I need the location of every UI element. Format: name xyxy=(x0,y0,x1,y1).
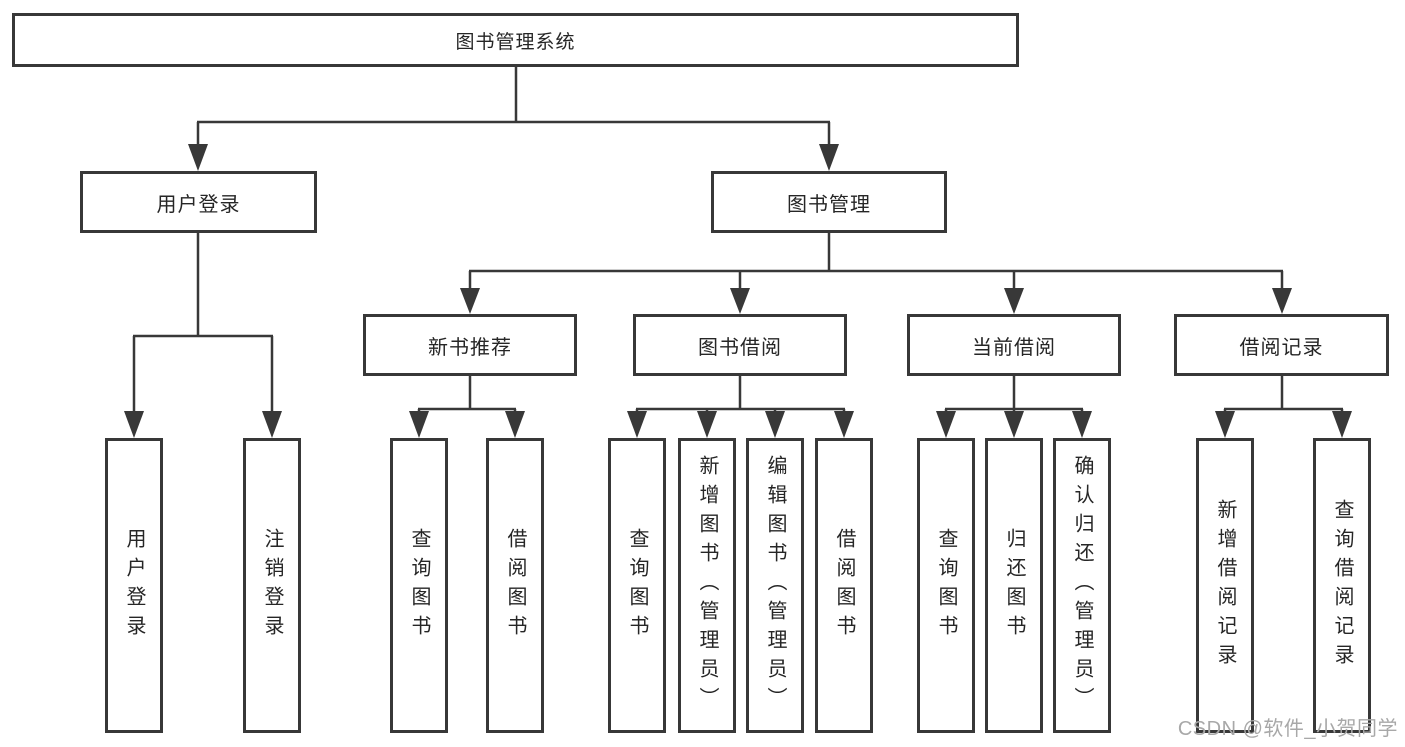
node-new-book-recommend: 新书推荐 xyxy=(363,314,577,376)
node-label: 查询图书 xyxy=(408,527,430,644)
node-label: 归还图书 xyxy=(1003,527,1025,644)
node-label: 编辑图书（管理员） xyxy=(764,455,786,716)
node-label: 图书管理系统 xyxy=(455,31,576,53)
leaf-add-borrow-record: 新增借阅记录 xyxy=(1196,438,1254,733)
node-label: 新书推荐 xyxy=(428,336,512,359)
node-user-login: 用户登录 xyxy=(80,171,317,233)
node-label: 借阅图书 xyxy=(833,527,855,644)
leaf-borrow-books: 借阅图书 xyxy=(815,438,873,733)
leaf-query-borrow-record: 查询借阅记录 xyxy=(1313,438,1371,733)
node-label: 查询图书 xyxy=(935,527,957,644)
node-current-borrowing: 当前借阅 xyxy=(907,314,1121,376)
csdn-watermark: CSDN @软件_小贺同学 xyxy=(1177,718,1398,740)
leaf-add-books-admin: 新增图书（管理员） xyxy=(678,438,736,733)
node-label: 查询借阅记录 xyxy=(1331,498,1353,673)
node-label: 借阅记录 xyxy=(1239,336,1324,359)
node-book-borrowing: 图书借阅 xyxy=(633,314,847,376)
node-label: 查询图书 xyxy=(626,527,648,644)
leaf-query-books-current: 查询图书 xyxy=(917,438,975,733)
leaf-confirm-return-admin: 确认归还（管理员） xyxy=(1053,438,1111,733)
node-label: 用户登录 xyxy=(156,193,241,216)
leaf-query-books-recommend: 查询图书 xyxy=(390,438,448,733)
leaf-edit-books-admin: 编辑图书（管理员） xyxy=(746,438,804,733)
node-label: 新增借阅记录 xyxy=(1214,498,1236,673)
leaf-user-login: 用户登录 xyxy=(105,438,163,733)
node-label: 确认归还（管理员） xyxy=(1071,455,1093,716)
node-label: 用户登录 xyxy=(123,527,145,644)
node-library-management-system: 图书管理系统 xyxy=(12,13,1019,67)
node-label: 借阅图书 xyxy=(504,527,526,644)
node-book-management: 图书管理 xyxy=(711,171,947,233)
node-label: 图书管理 xyxy=(787,193,871,216)
node-label: 图书借阅 xyxy=(698,336,782,359)
node-label: 当前借阅 xyxy=(972,336,1056,359)
leaf-borrow-books-recommend: 借阅图书 xyxy=(486,438,544,733)
node-label: 新增图书（管理员） xyxy=(696,455,718,716)
leaf-query-books-borrowing: 查询图书 xyxy=(608,438,666,733)
node-borrow-records: 借阅记录 xyxy=(1174,314,1389,376)
leaf-logout: 注销登录 xyxy=(243,438,301,733)
leaf-return-books: 归还图书 xyxy=(985,438,1043,733)
node-label: 注销登录 xyxy=(261,527,283,644)
